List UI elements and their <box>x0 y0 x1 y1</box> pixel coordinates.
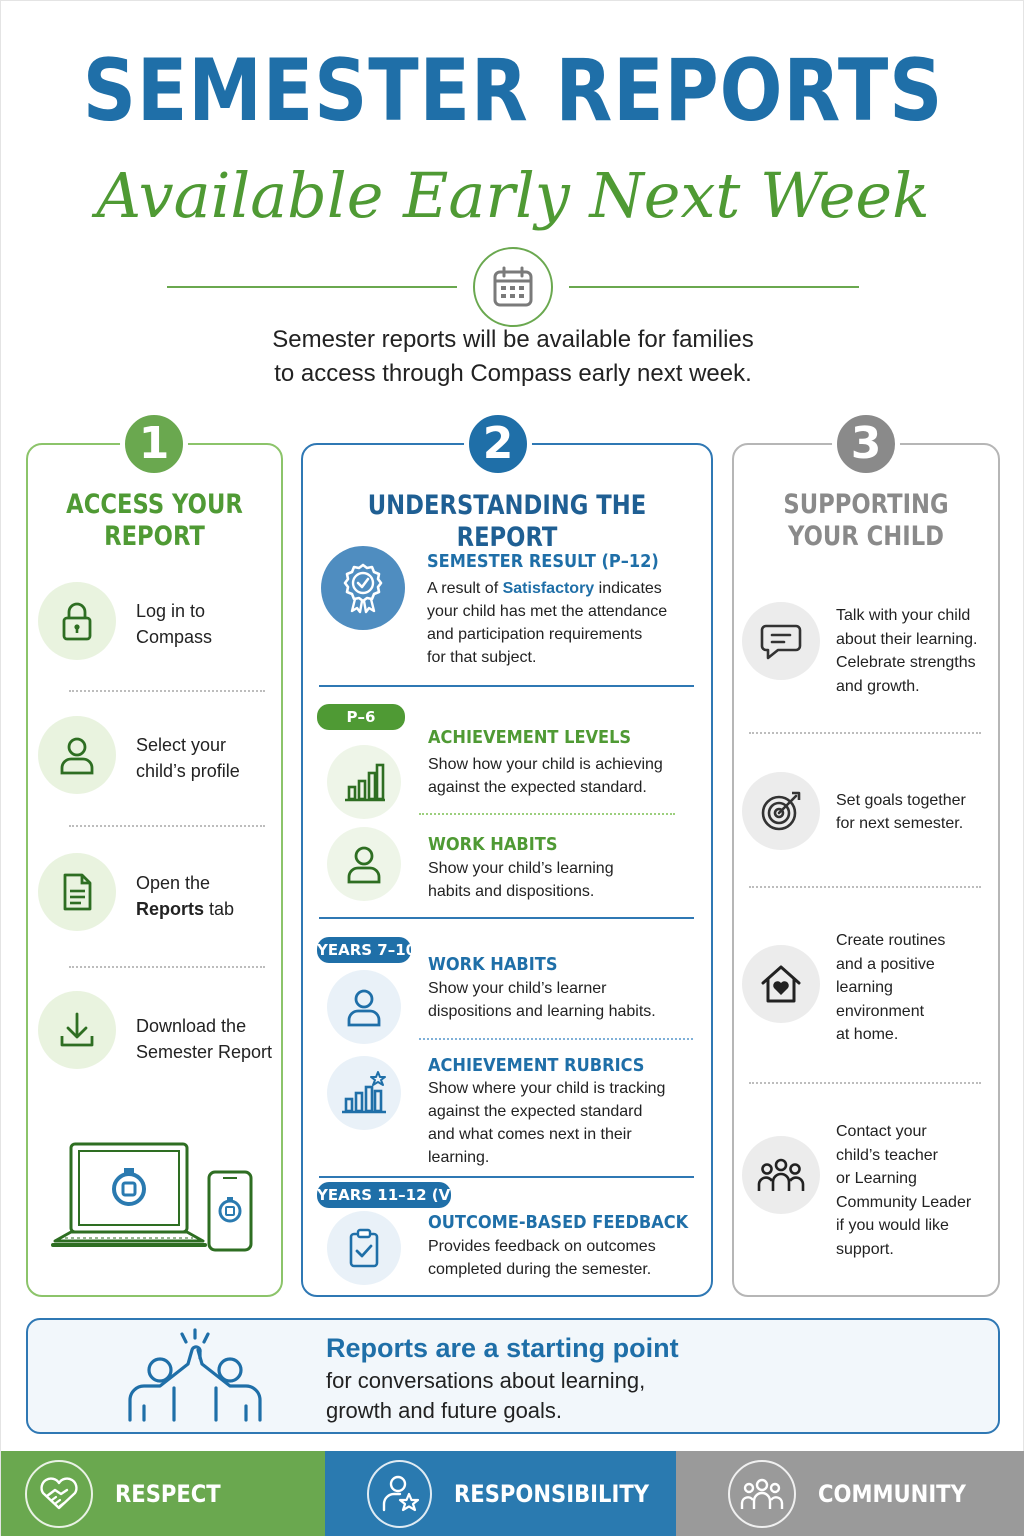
calendar-icon <box>473 247 553 327</box>
high-five-icon <box>120 1328 270 1428</box>
p6-badge: P–6 <box>317 704 405 730</box>
semester-result-body: A result of Satisfactory indicates your … <box>427 580 668 666</box>
bar-chart-icon <box>327 745 401 819</box>
section-divider <box>319 685 694 687</box>
award-ribbon-icon <box>321 546 405 630</box>
user-icon <box>327 970 401 1044</box>
section-divider <box>319 917 694 919</box>
user-icon <box>327 827 401 901</box>
person-star-icon <box>367 1460 433 1528</box>
page-title: SEMESTER REPORTS <box>82 41 944 141</box>
step3-number: 3 <box>832 410 900 478</box>
bar-chart-star-icon <box>327 1056 401 1130</box>
divider <box>749 886 981 888</box>
divider-left <box>167 286 457 288</box>
achievement-rubrics-body: Show where your child is tracking agains… <box>428 1080 666 1166</box>
divider <box>419 813 675 815</box>
page-subtitle: Available Early Next Week <box>96 159 930 232</box>
footer-community: COMMUNITY <box>676 1451 1024 1536</box>
step1-number: 1 <box>120 410 188 478</box>
people-group-icon <box>742 1136 820 1214</box>
achievement-rubrics-heading: ACHIEVEMENT RUBRICS <box>428 1055 645 1076</box>
divider-right <box>569 286 859 288</box>
step2-number: 2 <box>464 410 532 478</box>
semester-result-heading: SEMESTER RESULT (P–12) <box>427 551 659 572</box>
home-heart-icon <box>742 945 820 1023</box>
divider <box>749 732 981 734</box>
footer-responsibility: RESPONSIBILITY <box>325 1451 676 1536</box>
laptop-phone-icon <box>51 1141 256 1256</box>
years-11-12-badge: YEARS 11–12 (VCE) <box>317 1182 478 1208</box>
divider <box>749 1082 981 1084</box>
work-habits-710-heading: WORK HABITS <box>428 954 558 975</box>
starting-point-banner: Reports are a starting point for convers… <box>26 1318 1000 1434</box>
user-icon <box>38 716 116 794</box>
divider <box>69 966 265 968</box>
step2-title: UNDERSTANDING THE REPORT <box>367 490 647 553</box>
chat-bubble-icon <box>742 602 820 680</box>
outcome-feedback-heading: OUTCOME-BASED FEEDBACK <box>428 1212 689 1233</box>
document-icon <box>38 853 116 931</box>
years-7-10-badge: YEARS 7–10 <box>317 937 416 963</box>
section-divider <box>319 1176 694 1178</box>
download-icon <box>38 991 116 1069</box>
banner-body: for conversations about learning,growth … <box>326 1368 646 1423</box>
work-habits-p6-heading: WORK HABITS <box>428 834 558 855</box>
intro-text: Semester reports will be available for f… <box>272 326 754 387</box>
banner-title: Reports are a starting point <box>326 1333 679 1363</box>
achievement-levels-heading: ACHIEVEMENT LEVELS <box>428 727 632 748</box>
divider <box>69 690 265 692</box>
divider <box>69 825 265 827</box>
step1-item-reports-tab: Open the Reports tab <box>136 873 235 919</box>
divider <box>419 1038 693 1040</box>
lock-icon <box>38 582 116 660</box>
community-icon <box>728 1460 796 1528</box>
clipboard-check-icon <box>327 1211 401 1285</box>
handshake-heart-icon <box>25 1460 93 1528</box>
footer-respect: RESPECT <box>1 1451 325 1536</box>
target-icon <box>742 772 820 850</box>
